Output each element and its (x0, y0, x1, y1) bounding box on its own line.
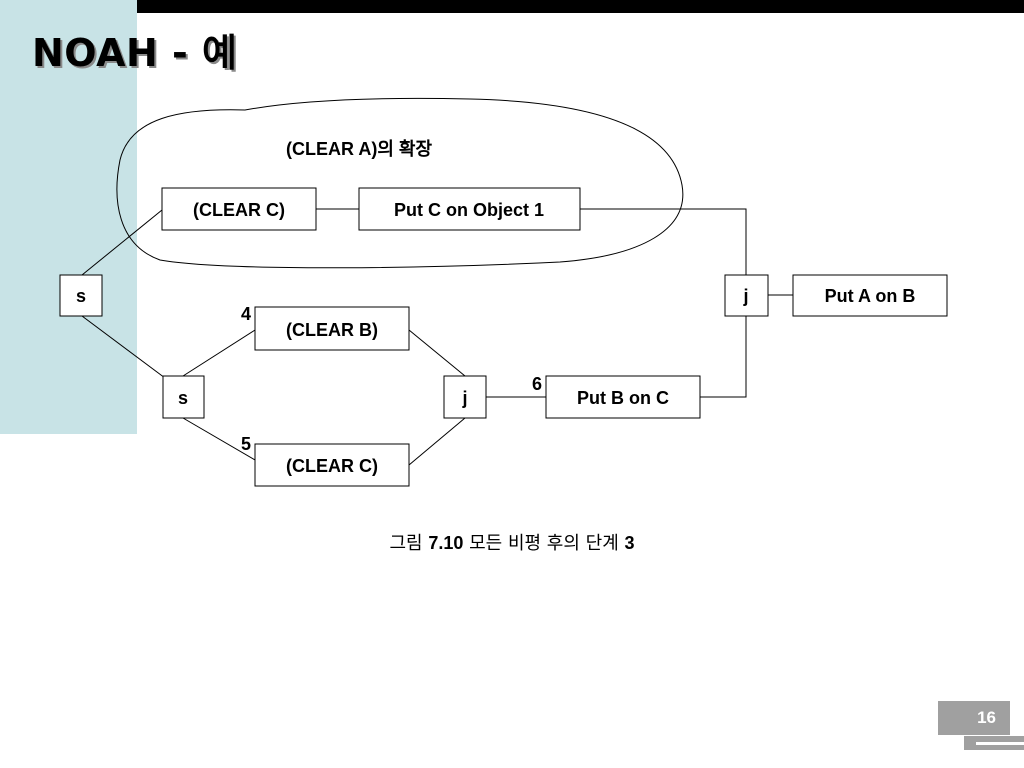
expansion-loop (116, 97, 684, 269)
node-label: Put B on C (577, 388, 669, 408)
node-label: j (461, 388, 467, 408)
node-clear-c-bottom: (CLEAR C) (254, 443, 410, 487)
node-put-a-on-b: Put A on B (792, 274, 948, 317)
edge-put-c-to-j (580, 208, 747, 275)
expansion-label: (CLEAR A)의 확장 (286, 139, 432, 159)
node-label: s (178, 388, 188, 408)
figure-caption: 그림 7.10 모든 비평 후의 단계 3 (0, 529, 1024, 555)
page-number-text: 16 (977, 708, 996, 727)
node-split-inner: s (162, 375, 205, 419)
node-join-main: j (724, 274, 769, 317)
node-clear-c-top: (CLEAR C) (161, 187, 317, 231)
edge-s-to-clear-c-top (81, 209, 163, 276)
page-number: 16 (938, 701, 1010, 735)
caption-step: 3 (624, 533, 635, 553)
edge-clear-b-to-j-inner (408, 329, 466, 377)
node-put-c-on-object1: Put C on Object 1 (358, 187, 581, 231)
node-label: s (76, 286, 86, 306)
edge-clear-c-bottom-to-j-inner (408, 417, 466, 466)
edge-s-inner-to-clear-c-bottom (182, 417, 256, 461)
node-put-b-on-c: Put B on C (545, 375, 701, 419)
page-corner-line (976, 742, 1024, 745)
caption-text: 모든 비평 후의 단계 (469, 533, 619, 554)
node-label: (CLEAR B) (286, 320, 378, 340)
node-label: (CLEAR C) (286, 456, 378, 476)
step-number-clear-c-bottom: 5 (241, 434, 251, 454)
edge-put-b-to-j (700, 316, 747, 398)
connectors (81, 208, 793, 466)
step-number-put-b-on-c: 6 (532, 374, 542, 394)
node-label: j (742, 286, 748, 306)
step-number-clear-b: 4 (241, 304, 251, 324)
caption-prefix: 그림 (389, 533, 423, 554)
node-label: (CLEAR C) (193, 200, 285, 220)
side-band (0, 0, 137, 434)
node-label: Put C on Object 1 (394, 200, 544, 220)
node-split-main: s (59, 274, 103, 317)
node-join-inner: j (443, 375, 487, 419)
node-clear-b: (CLEAR B) (254, 306, 410, 351)
top-bar (36, 0, 1024, 13)
caption-figure-number: 7.10 (428, 533, 464, 553)
edge-s-to-s-inner (81, 315, 166, 379)
edge-s-inner-to-clear-b (182, 329, 256, 377)
slide-title: NOAH - 예 (32, 31, 238, 75)
node-label: Put A on B (825, 286, 916, 306)
